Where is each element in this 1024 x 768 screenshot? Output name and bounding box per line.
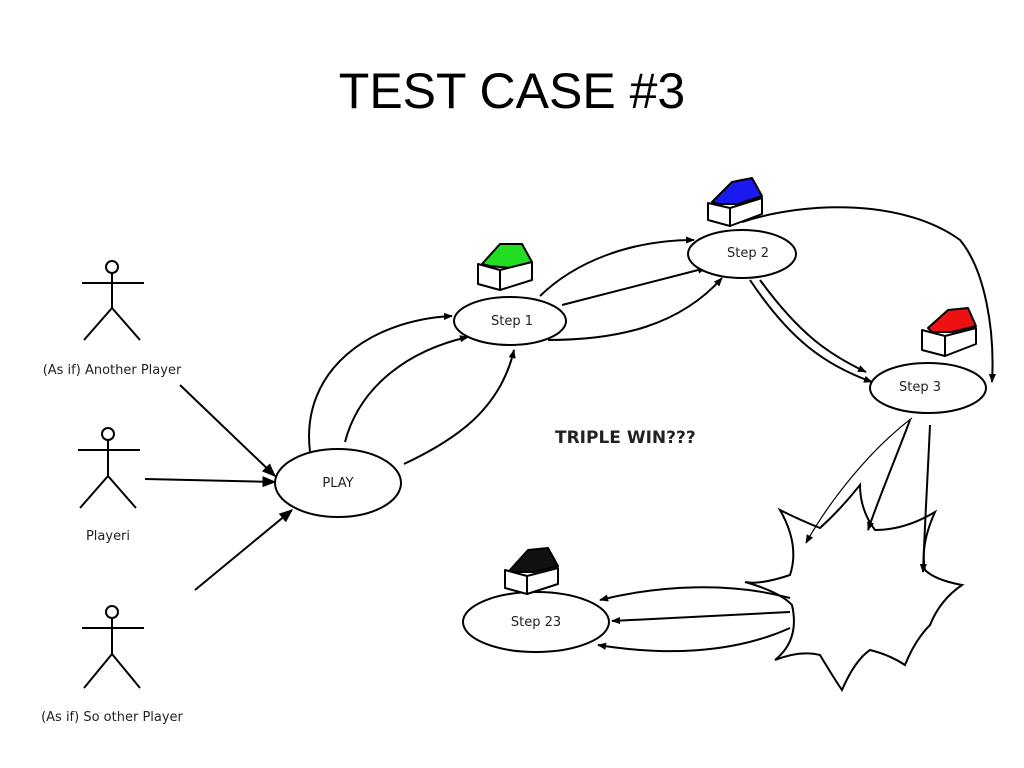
actor-so-other-player-label: (As if) So other Player [41,710,183,725]
actor-player-label: Playeri [86,529,130,544]
house-icon-green [477,243,533,291]
node-step3: Step 3 [869,362,987,414]
node-step1: Step 1 [453,296,567,346]
node-play-label: PLAY [322,476,353,491]
node-step23-label: Step 23 [511,615,561,630]
triple-win-callout: TRIPLE WIN??? [555,428,696,448]
slide-title: TEST CASE #3 [338,63,686,119]
node-step1-label: Step 1 [491,314,533,329]
node-step2: Step 2 [687,229,797,279]
node-step3-label: Step 3 [899,380,941,395]
node-play: PLAY [274,448,402,518]
actor-another-player [82,260,144,341]
edge-burst-to-step23-b [611,611,791,625]
house-icon-blue [707,177,763,227]
edge-play-to-step1-b [344,335,469,443]
house-icon-red [921,307,977,357]
edge-step1-to-step2-b [561,266,707,306]
edge-step2-to-step3-a [741,206,997,383]
edge-another-to-play [179,384,277,477]
edge-step1-to-step2-c [547,277,723,341]
actor-so-other-player [82,605,144,689]
edge-other-to-play [194,509,294,591]
burst-shape [744,482,965,693]
node-step23: Step 23 [462,591,610,653]
edge-step2-to-step3-b [749,279,873,383]
edge-play-to-step1-a [308,312,453,453]
actor-another-player-label: (As if) Another Player [43,363,182,378]
edge-burst-to-step23-c [597,627,791,653]
edge-player-to-play [144,476,277,488]
edge-play-to-step1-c [403,349,516,465]
house-icon-black [504,547,559,595]
edge-step1-to-step2-a [539,236,695,297]
node-step2-label: Step 2 [727,246,769,261]
edge-step3-to-burst-a [805,417,913,544]
edge-burst-to-step23-a [599,586,791,602]
edge-step2-to-step3-c [759,279,867,373]
actor-player [78,427,140,509]
edge-step3-to-burst-b [867,419,911,531]
